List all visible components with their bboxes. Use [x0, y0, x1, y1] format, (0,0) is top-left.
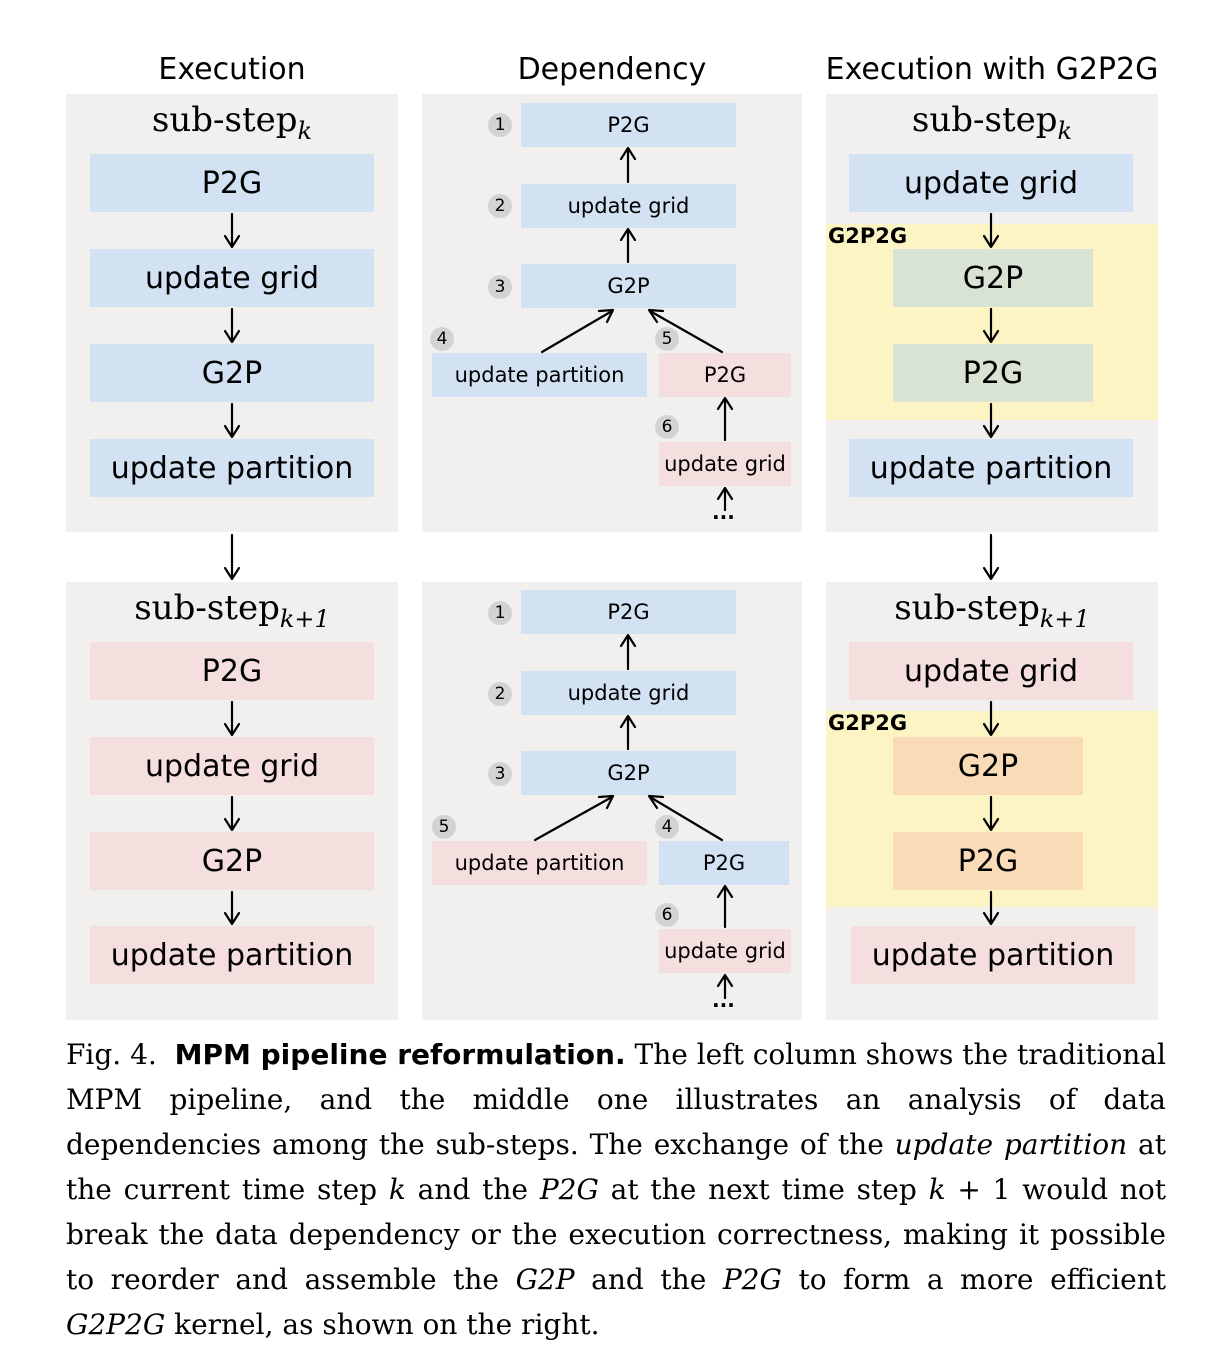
caption-text-5: + 1 would not break the data dependency …: [66, 1173, 1166, 1296]
right-top-update-grid: update grid: [849, 154, 1133, 212]
dep-top-node-4-update-partition: update partition: [432, 353, 647, 397]
arrow-dep-bottom-3-to-2: [619, 714, 637, 751]
substep-k-label: sub-stepk: [151, 100, 313, 145]
arrow-right-bottom-2: [982, 795, 1000, 832]
dep-bottom-node-1-p2g: P2G: [521, 590, 736, 634]
dep-top-badge-5: 5: [655, 327, 679, 351]
caption-text-7: to form a more efficient: [781, 1263, 1166, 1296]
right-top-g2p: G2P: [893, 249, 1093, 307]
left-top-update-grid: update grid: [90, 249, 374, 307]
dep-top-node-3-g2p: G2P: [521, 264, 736, 308]
g2p2g-substep-k1-label: sub-stepk+1: [894, 588, 1090, 633]
caption-fig-number: Fig. 4.: [66, 1038, 157, 1071]
arrow-dep-bottom-2-to-1: [619, 633, 637, 671]
caption-text-8: kernel, as shown on the right.: [165, 1308, 600, 1341]
dep-bottom-badge-2: 2: [488, 682, 512, 706]
arrow-dep-top-3-to-2: [619, 227, 637, 264]
dep-bottom-badge-5: 5: [432, 815, 456, 839]
dep-top-badge-1: 1: [488, 113, 512, 137]
arrow-dep-top-6-to-5: [716, 396, 734, 442]
arrow-right-bottom-3: [982, 890, 1000, 926]
dep-bottom-ellipsis: ...: [712, 988, 735, 1012]
left-bottom-p2g: P2G: [90, 642, 374, 700]
arrow-dep-bottom-6-to-4: [716, 884, 734, 929]
arrow-right-top-2: [982, 307, 1000, 344]
arrow-left-between: [223, 533, 241, 581]
dep-top-node-5-p2g: P2G: [659, 353, 791, 397]
arrow-dep-bottom-dots-to-6: [716, 973, 734, 1000]
arrow-left-top-3: [223, 402, 241, 439]
left-bottom-g2p: G2P: [90, 832, 374, 890]
arrow-right-bottom-1: [982, 700, 1000, 737]
left-top-update-partition: update partition: [90, 439, 374, 497]
caption-text-4: at the next time step: [598, 1173, 929, 1206]
dep-bottom-node-2-update-grid: update grid: [521, 671, 736, 715]
right-top-p2g: P2G: [893, 344, 1093, 402]
caption-italic-2: k: [388, 1173, 406, 1206]
dep-bottom-node-6-update-grid: update grid: [659, 929, 791, 973]
dep-bottom-badge-4: 4: [655, 815, 679, 839]
dep-bottom-badge-1: 1: [488, 601, 512, 625]
dep-top-badge-4: 4: [430, 327, 454, 351]
right-bottom-g2p: G2P: [893, 737, 1083, 795]
dep-top-badge-6: 6: [655, 415, 679, 439]
caption-italic-6: P2G: [722, 1263, 782, 1296]
dep-bottom-badge-3: 3: [488, 762, 512, 786]
dep-top-badge-2: 2: [488, 194, 512, 218]
left-top-g2p: G2P: [90, 344, 374, 402]
arrow-dep-top-dots-to-6: [716, 486, 734, 512]
dep-bottom-badge-6: 6: [655, 903, 679, 927]
figure-caption: Fig. 4. MPM pipeline reformulation. The …: [66, 1032, 1166, 1347]
column-title-execution-g2p2g: Execution with G2P2G: [825, 52, 1159, 87]
caption-title: MPM pipeline reformulation.: [174, 1038, 626, 1071]
arrow-dep-top-4-to-3: [540, 308, 615, 354]
caption-italic-1: update partition: [894, 1128, 1128, 1161]
right-bottom-p2g: P2G: [893, 832, 1083, 890]
arrow-dep-top-5-to-3: [647, 308, 724, 354]
caption-text-3: and the: [405, 1173, 540, 1206]
right-top-update-partition: update partition: [849, 439, 1133, 497]
column-title-dependency: Dependency: [517, 52, 707, 87]
right-bottom-update-grid: update grid: [849, 642, 1133, 700]
right-bottom-update-partition: update partition: [851, 926, 1135, 984]
caption-italic-4: k: [928, 1173, 946, 1206]
column-title-execution: Execution: [158, 52, 306, 87]
arrow-right-between: [982, 533, 1000, 581]
arrow-left-bottom-3: [223, 890, 241, 926]
caption-text-6: and the: [574, 1263, 723, 1296]
dep-top-node-2-update-grid: update grid: [521, 184, 736, 228]
arrow-left-top-1: [223, 212, 241, 249]
arrow-dep-top-2-to-1: [619, 146, 637, 184]
left-bottom-update-grid: update grid: [90, 737, 374, 795]
dep-top-badge-3: 3: [488, 275, 512, 299]
dep-top-node-6-update-grid: update grid: [659, 442, 791, 486]
caption-italic-5: G2P: [515, 1263, 575, 1296]
dep-top-node-1-p2g: P2G: [521, 103, 736, 147]
arrow-dep-bottom-4-to-3: [647, 794, 724, 842]
caption-text-2: at the current time step: [66, 1128, 1166, 1206]
dep-top-ellipsis: ...: [712, 500, 735, 524]
arrow-right-top-1: [982, 212, 1000, 249]
dep-bottom-node-3-g2p: G2P: [521, 751, 736, 795]
substep-k1-label: sub-stepk+1: [134, 588, 330, 633]
arrow-left-bottom-2: [223, 795, 241, 832]
left-bottom-update-partition: update partition: [90, 926, 374, 984]
arrow-dep-bottom-5-to-3: [533, 794, 615, 842]
caption-italic-3: P2G: [539, 1173, 599, 1206]
caption-italic-7: G2P2G: [66, 1308, 166, 1341]
left-top-p2g: P2G: [90, 154, 374, 212]
caption-text-1: The left column shows the traditional MP…: [66, 1038, 1166, 1161]
right-bottom-g2p2g-label: G2P2G: [828, 711, 908, 735]
dep-bottom-node-4-p2g: P2G: [659, 841, 789, 885]
arrow-left-bottom-1: [223, 700, 241, 737]
right-top-g2p2g-label: G2P2G: [828, 224, 908, 248]
arrow-right-top-3: [982, 402, 1000, 439]
dep-bottom-node-5-update-partition: update partition: [432, 841, 647, 885]
g2p2g-substep-k-label: sub-stepk: [911, 100, 1073, 145]
arrow-left-top-2: [223, 307, 241, 344]
